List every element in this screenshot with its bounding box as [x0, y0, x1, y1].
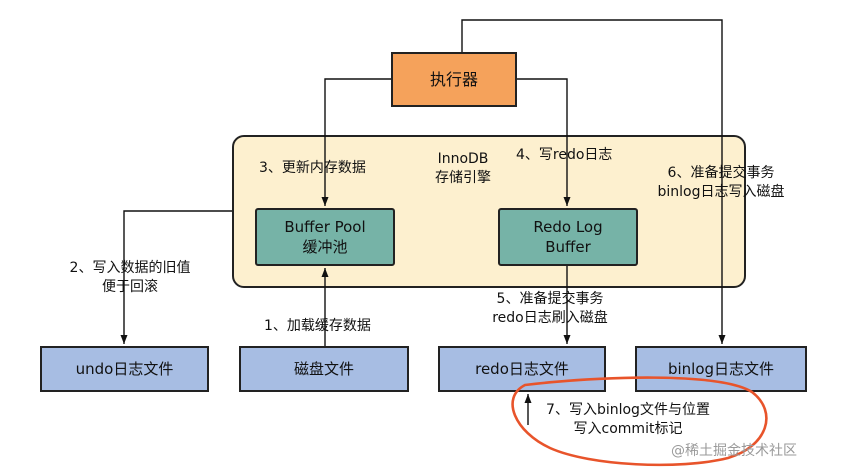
undo-log-file-label: undo日志文件 [75, 360, 174, 378]
buffer-pool-box: Buffer Pool 缓冲池 [255, 208, 395, 266]
highlight-circle [511, 376, 768, 467]
step6-label-line2: binlog日志写入磁盘 [657, 184, 785, 200]
step2-label-line1: 2、写入数据的旧值 [69, 260, 191, 276]
executor-label: 执行器 [429, 69, 478, 89]
step2-label: 2、写入数据的旧值 便于回滚 [45, 259, 215, 297]
step5-label-line1: 5、准备提交事务 [496, 291, 604, 307]
redo-log-buffer-box: Redo Log Buffer [498, 208, 638, 266]
engine-label: InnoDB 存储引擎 [413, 150, 513, 188]
step7-label-line1: 7、写入binlog文件与位置 [546, 402, 710, 418]
step7-label: 7、写入binlog文件与位置 写入commit标记 [524, 401, 732, 439]
executor-box: 执行器 [391, 52, 517, 107]
step2-label-line2: 便于回滚 [102, 279, 158, 295]
redo-log-file-label: redo日志文件 [475, 360, 569, 378]
undo-log-file-box: undo日志文件 [40, 346, 209, 392]
arrow-step6-binlog-to-disk [461, 19, 726, 344]
step6-label: 6、准备提交事务 binlog日志写入磁盘 [632, 164, 810, 202]
redo-log-buffer-label-line1: Redo Log [533, 218, 603, 236]
engine-label-line2: 存储引擎 [435, 170, 491, 186]
watermark: @稀土掘金技术社区 [671, 443, 797, 459]
engine-label-line1: InnoDB [437, 151, 489, 167]
redo-log-file-box: redo日志文件 [438, 346, 606, 392]
binlog-file-label: binlog日志文件 [667, 360, 775, 378]
step7-label-line2: 写入commit标记 [573, 421, 683, 437]
step1-label: 1、加载缓存数据 [264, 318, 371, 334]
buffer-pool-label-line1: Buffer Pool [284, 218, 366, 236]
step4-label: 4、写redo日志 [516, 147, 613, 163]
disk-file-label: 磁盘文件 [293, 360, 354, 378]
disk-file-box: 磁盘文件 [239, 346, 409, 392]
step5-label-line2: redo日志刷入磁盘 [492, 310, 608, 326]
arrow-step3-update-memory [321, 78, 391, 206]
redo-log-buffer-label-line2: Buffer [545, 238, 591, 256]
step3-label: 3、更新内存数据 [259, 160, 366, 176]
arrow-step4-write-redo [517, 78, 571, 206]
buffer-pool-label-line2: 缓冲池 [302, 238, 348, 256]
step5-label: 5、准备提交事务 redo日志刷入磁盘 [470, 290, 630, 328]
binlog-file-box: binlog日志文件 [635, 346, 807, 392]
step6-label-line1: 6、准备提交事务 [667, 165, 775, 181]
arrow-step2-write-undo [120, 210, 232, 344]
